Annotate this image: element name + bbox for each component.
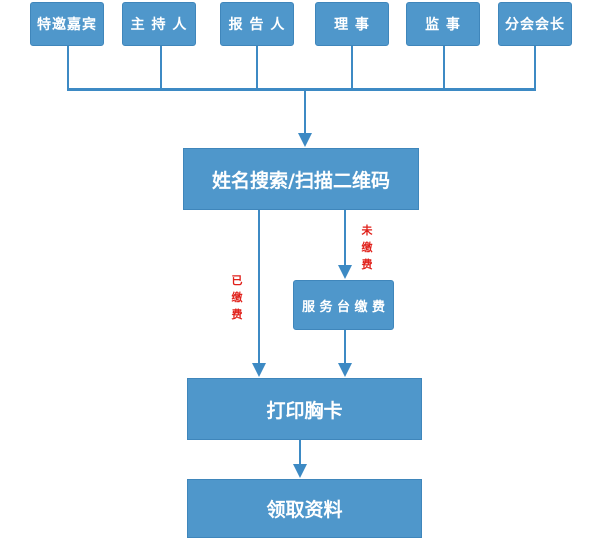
role-label: 分会会长 [505, 17, 565, 33]
unpaid-label: 未 缴 费 [360, 222, 374, 273]
paid-label: 已 缴 费 [230, 272, 244, 323]
arrow-down-icon [338, 363, 352, 377]
arrow-down-icon [338, 265, 352, 279]
step-service-desk-payment: 服 务 台 缴 费 [293, 280, 394, 330]
arrow-down-icon [252, 363, 266, 377]
label-char: 已 [231, 274, 243, 287]
arrow-down-icon [293, 464, 307, 478]
arrow-down-icon [298, 133, 312, 147]
role-label: 监 事 [425, 17, 461, 33]
step-label: 打印胸卡 [266, 399, 343, 422]
role-box-speaker: 报 告 人 [220, 2, 294, 46]
step-label: 姓名搜索/扫描二维码 [212, 169, 390, 192]
role-label: 特邀嘉宾 [37, 17, 97, 33]
role-label: 主 持 人 [130, 17, 188, 33]
connector-line [67, 46, 69, 90]
step-label: 领取资料 [266, 499, 343, 521]
arrow-line [304, 91, 306, 136]
role-label: 报 告 人 [228, 17, 286, 33]
step-label: 服 务 台 缴 费 [301, 299, 386, 315]
connector-line [160, 46, 162, 90]
role-box-branch-president: 分会会长 [498, 2, 572, 46]
connector-line [534, 46, 536, 90]
merge-bar [67, 88, 536, 91]
step-print-badge: 打印胸卡 [187, 378, 422, 440]
connector-line [351, 46, 353, 90]
role-box-director: 理 事 [315, 2, 389, 46]
connector-line [256, 46, 258, 90]
role-box-supervisor: 监 事 [406, 2, 480, 46]
arrow-line-unpaid [344, 210, 346, 268]
step-search: 姓名搜索/扫描二维码 [183, 148, 419, 210]
arrow-line [344, 330, 346, 366]
label-char: 缴 [361, 241, 373, 254]
label-char: 费 [231, 308, 243, 321]
label-char: 费 [361, 258, 373, 271]
arrow-line-paid [258, 210, 260, 365]
label-char: 缴 [231, 291, 243, 304]
role-box-host: 主 持 人 [122, 2, 196, 46]
label-char: 未 [361, 224, 373, 237]
step-collect-materials: 领取资料 [187, 479, 422, 538]
connector-line [443, 46, 445, 90]
arrow-line [299, 440, 301, 466]
role-label: 理 事 [334, 17, 370, 33]
role-box-special-guest: 特邀嘉宾 [30, 2, 104, 46]
